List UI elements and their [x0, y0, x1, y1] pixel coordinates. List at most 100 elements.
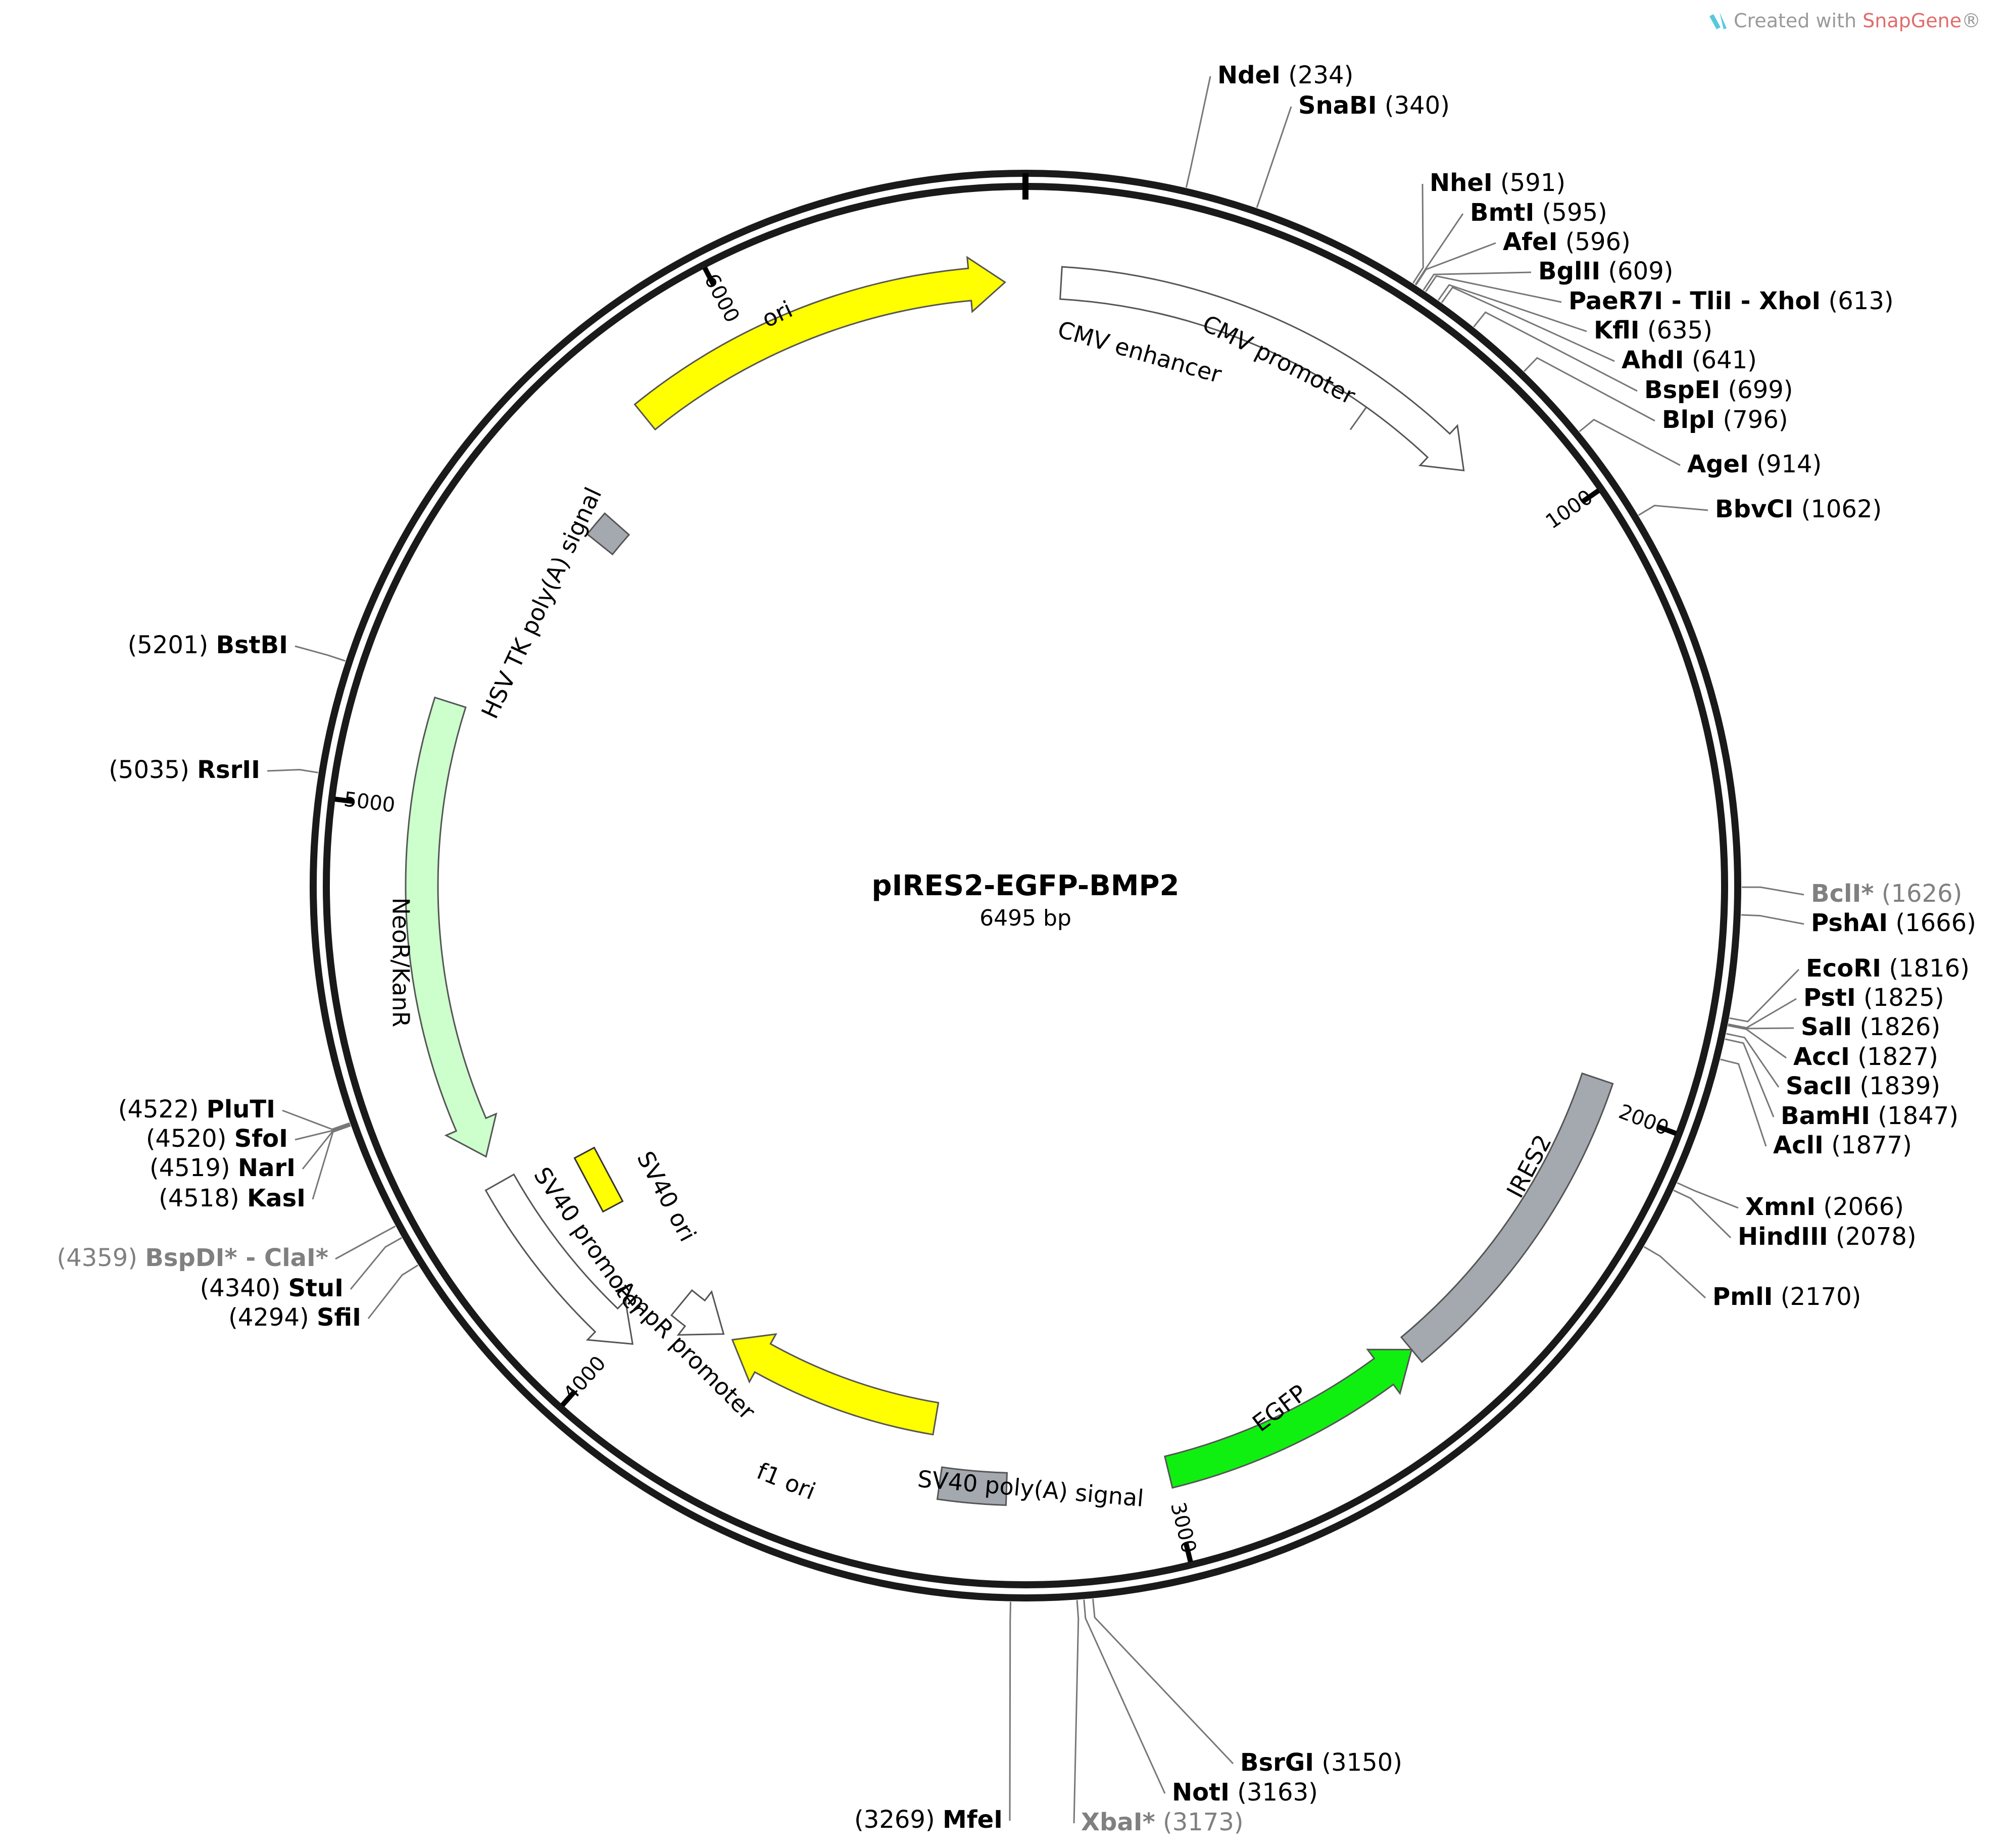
site-leader-line: [1083, 1599, 1166, 1794]
restriction-site-label[interactable]: EcoRI (1816): [1806, 954, 1970, 983]
site-leader-line: [1092, 1598, 1234, 1765]
site-leader-line: [1728, 1025, 1787, 1059]
site-leader-line: [282, 1109, 350, 1130]
tick-mark: [702, 266, 716, 286]
restriction-site-label[interactable]: SnaBI (340): [1298, 91, 1450, 120]
restriction-site-label[interactable]: (4522) PluTI: [118, 1095, 275, 1124]
site-leader-line: [1256, 106, 1292, 208]
restriction-site-label[interactable]: AfeI (596): [1503, 228, 1631, 256]
restriction-site-label[interactable]: (4520) SfoI: [146, 1125, 288, 1153]
restriction-site-label[interactable]: AhdI (641): [1622, 346, 1757, 374]
tick-label: 1000: [1542, 485, 1597, 534]
restriction-site-label[interactable]: BbvCI (1062): [1715, 495, 1882, 523]
snapgene-logo-icon: [1709, 12, 1727, 29]
tick-mark: [334, 796, 355, 804]
restriction-site-label[interactable]: HindIII (2078): [1738, 1223, 1917, 1251]
feature-ori[interactable]: [633, 256, 1006, 431]
feature-egfp[interactable]: [1163, 1348, 1413, 1489]
site-leader-line: [1423, 271, 1532, 290]
restriction-site-label[interactable]: XbaI* (3173): [1081, 1808, 1244, 1836]
plasmid-size: 6495 bp: [979, 905, 1071, 931]
tick-mark: [1183, 1542, 1193, 1563]
sv40-ori-box[interactable]: [573, 1146, 624, 1213]
site-leader-line: [1185, 76, 1211, 188]
restriction-site-label[interactable]: BglII (609): [1538, 257, 1673, 285]
tick-mark: [1581, 488, 1600, 504]
feature-label-cmv-enhancer: CMV enhancer: [1055, 316, 1224, 388]
restriction-site-label[interactable]: SacII (1839): [1786, 1072, 1940, 1100]
site-leader-line: [1729, 968, 1800, 1023]
site-leader-line: [1412, 183, 1424, 284]
site-leader-line: [1638, 505, 1708, 516]
tick-label: 6000: [700, 270, 744, 327]
cmv-enhancer-marker: [1349, 407, 1367, 430]
site-leader-line: [1438, 284, 1587, 332]
restriction-site-label[interactable]: AccI (1827): [1793, 1043, 1938, 1071]
restriction-site-label[interactable]: (3269) MfeI: [854, 1806, 1003, 1834]
restriction-site-label[interactable]: BspEI (699): [1644, 376, 1793, 404]
feature-cmv-promoter[interactable]: [1059, 266, 1465, 472]
feature-f1-ori[interactable]: [731, 1333, 940, 1436]
site-leader-line: [335, 1225, 396, 1260]
feature-ampr-promoter[interactable]: [670, 1289, 725, 1336]
tick-mark: [560, 1389, 577, 1407]
restriction-site-label[interactable]: BlpI (796): [1662, 406, 1788, 434]
restriction-site-label[interactable]: (4359) BspDI* - ClaI*: [57, 1244, 328, 1272]
restriction-site-label[interactable]: (4340) StuI: [200, 1274, 344, 1302]
snapgene-badge: Created with SnapGene®: [1709, 10, 1981, 32]
restriction-site-label[interactable]: SalI (1826): [1801, 1013, 1940, 1041]
feature-sv40-polya[interactable]: [936, 1466, 1008, 1506]
badge-text: Created with SnapGene®: [1734, 10, 1981, 32]
site-leader-line: [295, 1124, 351, 1141]
tick-mark: [1657, 1124, 1677, 1136]
restriction-site-label[interactable]: (4518) KasI: [159, 1184, 306, 1212]
restriction-site-label[interactable]: BsrGI (3150): [1240, 1748, 1402, 1777]
restriction-site-label[interactable]: AgeI (914): [1687, 450, 1822, 478]
site-leader-line: [312, 1125, 351, 1200]
site-leader-line: [1673, 1189, 1732, 1239]
site-leader-line: [1728, 998, 1797, 1029]
restriction-site-label[interactable]: KflI (635): [1594, 316, 1712, 345]
site-leader-line: [367, 1265, 419, 1319]
plasmid-name: pIRES2-EGFP-BMP2: [871, 869, 1179, 902]
restriction-site-label[interactable]: XmnI (2066): [1745, 1193, 1904, 1221]
restriction-site-labels: NdeI (234)SnaBI (340) NheI (591)BmtI (595…: [57, 61, 1976, 1836]
restriction-site-label[interactable]: NheI (591): [1430, 169, 1565, 197]
site-leader-line: [1415, 242, 1496, 286]
site-leader-line: [1643, 1246, 1706, 1299]
restriction-site-label[interactable]: PshAI (1666): [1811, 909, 1976, 937]
site-leader-line: [1009, 1601, 1012, 1821]
feature-sv40-promoter[interactable]: [484, 1173, 634, 1345]
restriction-site-label[interactable]: AclI (1877): [1773, 1131, 1912, 1159]
site-leader-line: [295, 645, 346, 662]
site-leader-line: [1741, 886, 1804, 896]
site-leader-line: [1425, 275, 1562, 303]
site-leader-line: [267, 768, 318, 773]
restriction-site-label[interactable]: BclI* (1626): [1811, 880, 1962, 908]
tick-label: 4000: [559, 1352, 611, 1406]
restriction-site-label[interactable]: NotI (3163): [1172, 1778, 1318, 1807]
restriction-site-label[interactable]: NdeI (234): [1217, 61, 1353, 89]
feature-hsv-tk[interactable]: [586, 512, 630, 556]
restriction-site-label[interactable]: BmtI (595): [1470, 199, 1607, 227]
site-leader-line: [1720, 1058, 1767, 1147]
feature-neor[interactable]: [405, 696, 498, 1158]
restriction-site-label[interactable]: (5201) BstBI: [128, 631, 288, 659]
sv40-ori-label: SV40 ori: [631, 1147, 702, 1246]
feature-label-f1-ori: f1 ori: [753, 1457, 819, 1505]
restriction-site-label[interactable]: PstI (1825): [1803, 984, 1944, 1012]
feature-label-sv40-polya: SV40 poly(A) signal: [916, 1465, 1145, 1512]
feature-label-hsv-tk: HSV TK poly(A) signal: [476, 483, 607, 722]
restriction-site-label[interactable]: (5035) RsrII: [109, 756, 260, 784]
tick-label: 3000: [1166, 1500, 1201, 1555]
site-leader-line: [1579, 418, 1681, 466]
feature-ires2[interactable]: [1400, 1072, 1614, 1364]
site-leader-line: [1741, 914, 1804, 925]
site-leader-line: [1441, 286, 1615, 362]
restriction-site-label[interactable]: (4294) SfiI: [228, 1303, 361, 1332]
restriction-site-label[interactable]: BamHI (1847): [1781, 1102, 1958, 1130]
site-leader-line: [350, 1237, 402, 1290]
restriction-site-label[interactable]: PaeR7I - TliI - XhoI (613): [1568, 287, 1894, 315]
restriction-site-label[interactable]: PmlI (2170): [1712, 1283, 1861, 1311]
restriction-site-label[interactable]: (4519) NarI: [150, 1154, 296, 1182]
